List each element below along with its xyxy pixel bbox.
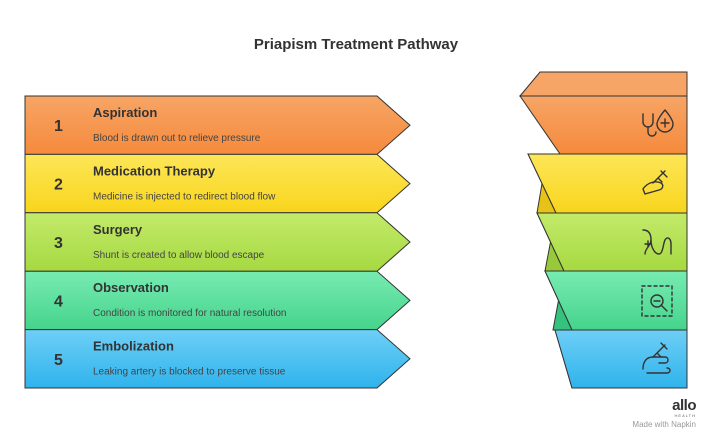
step-description: Shunt is created to allow blood escape [93,250,265,261]
step-description: Blood is drawn out to relieve pressure [93,133,261,144]
step-title: Embolization [93,339,174,354]
shunt-icon [642,229,672,255]
step-arrow [24,212,411,272]
right-block-4 [544,270,688,331]
right-block-2 [527,153,688,214]
made-with-note: Made with Napkin [632,420,696,429]
stethoscope-drop-icon [642,109,674,137]
magnify-monitor-icon [641,285,673,317]
step-arrow [24,95,411,155]
step-title: Observation [93,280,169,295]
step-number: 2 [54,177,63,194]
step-number: 4 [54,293,63,310]
step-description: Leaking artery is blocked to preserve ti… [93,367,286,378]
right-block-5 [553,329,688,389]
step-arrow [24,153,411,214]
step-arrow [24,329,411,389]
step-title: Aspiration [93,105,157,120]
right-block-stack [518,71,688,389]
syringe-arm-icon [642,170,668,195]
step-arrow [24,270,411,331]
right-block-3 [536,212,688,272]
step-number: 3 [54,235,63,252]
brand-logo: allo HEALTH [672,397,696,418]
step-title: Medication Therapy [93,163,216,178]
step-number: 5 [54,352,63,369]
step-description: Medicine is injected to redirect blood f… [93,191,276,202]
right-block-1 [518,71,688,155]
diagram-title: Priapism Treatment Pathway [253,36,459,53]
hand-injection-icon [642,342,671,374]
step-description: Condition is monitored for natural resol… [93,308,286,319]
step-title: Surgery [93,222,143,237]
step-number: 1 [54,118,63,135]
